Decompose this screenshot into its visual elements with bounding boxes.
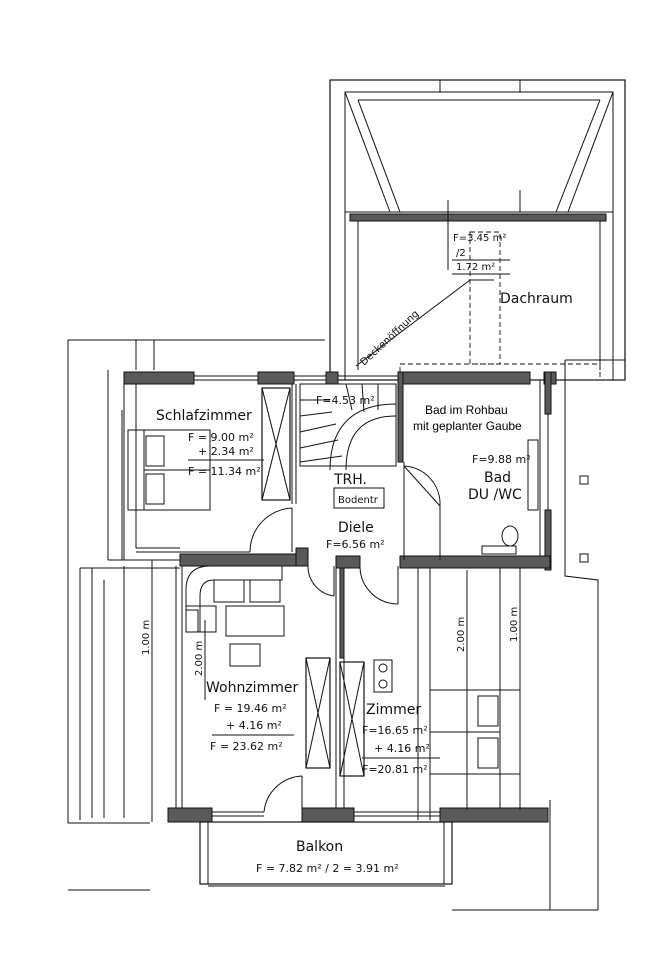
zimmer-area-total: F=20.81 m² [362,763,428,776]
dim-left-inner: 2.00 m [194,641,205,676]
bad-label: Bad [484,470,511,486]
balkon-label: Balkon [296,839,343,855]
wohnzimmer-area-2: + 4.16 m² [226,719,282,732]
room-treppe: F=4.53 m² TRH. Bodentr [316,394,379,506]
balkon-area: F = 7.82 m² / 2 = 3.91 m² [256,862,399,875]
room-diele: Diele F=6.56 m² [326,520,385,551]
room-balkon: Balkon F = 7.82 m² / 2 = 3.91 m² [256,839,399,875]
zimmer-area-2: + 4.16 m² [374,742,430,755]
furniture [127,429,589,775]
void-area-line2: /2 [456,248,466,259]
doors [249,462,441,813]
void-area-label: F=3.45 m² /2 1.72 m² [452,233,510,275]
schlafzimmer-area-total: F = 11.34 m² [188,465,261,478]
dachraum-label: Dachraum [500,291,573,307]
room-zimmer: Zimmer F=16.65 m² + 4.16 m² F=20.81 m² [362,702,440,776]
dachraum-area [329,79,626,381]
wohnzimmer-area-total: F = 23.62 m² [210,740,283,753]
treppe-label: TRH. [333,472,367,488]
zimmer-area-1: F=16.65 m² [362,724,428,737]
diele-area: F=6.56 m² [326,538,385,551]
room-wohnzimmer: Wohnzimmer F = 19.46 m² + 4.16 m² F = 23… [206,680,298,753]
wohnzimmer-area-1: F = 19.46 m² [214,702,287,715]
diele-label: Diele [338,520,374,536]
balkon-outline [199,821,453,885]
dim-left-outer: 1.00 m [141,620,152,655]
staircase [299,383,397,509]
bad-note-line2: mit geplanter Gaube [413,419,522,433]
zimmer-label: Zimmer [366,702,421,718]
schlafzimmer-label: Schlafzimmer [156,408,252,424]
dimension-lines [151,560,521,822]
wohnzimmer-label: Wohnzimmer [206,680,298,696]
deckenoeffnung-label: Deckenöffnung [359,309,422,369]
dim-right-outer: 1.00 m [509,607,520,642]
room-bad: Bad im Rohbau mit geplanter Gaube F=9.88… [413,403,531,503]
schlafzimmer-area-2: + 2.34 m² [198,445,254,458]
void-area-line1: F=3.45 m² [453,233,506,244]
bodentr-label: Bodentr [338,495,379,506]
walls [123,371,557,823]
dim-right-inner: 2.00 m [456,617,467,652]
schlafzimmer-area-1: F = 9.00 m² [188,431,254,444]
bad-note-line1: Bad im Rohbau [425,403,508,417]
bad-area: F=9.88 m² [472,453,531,466]
room-schlafzimmer: Schlafzimmer F = 9.00 m² + 2.34 m² F = 1… [156,408,264,478]
treppe-area: F=4.53 m² [316,394,375,407]
void-area-line3: 1.72 m² [456,262,495,273]
bad-label-2: DU /WC [468,487,522,503]
